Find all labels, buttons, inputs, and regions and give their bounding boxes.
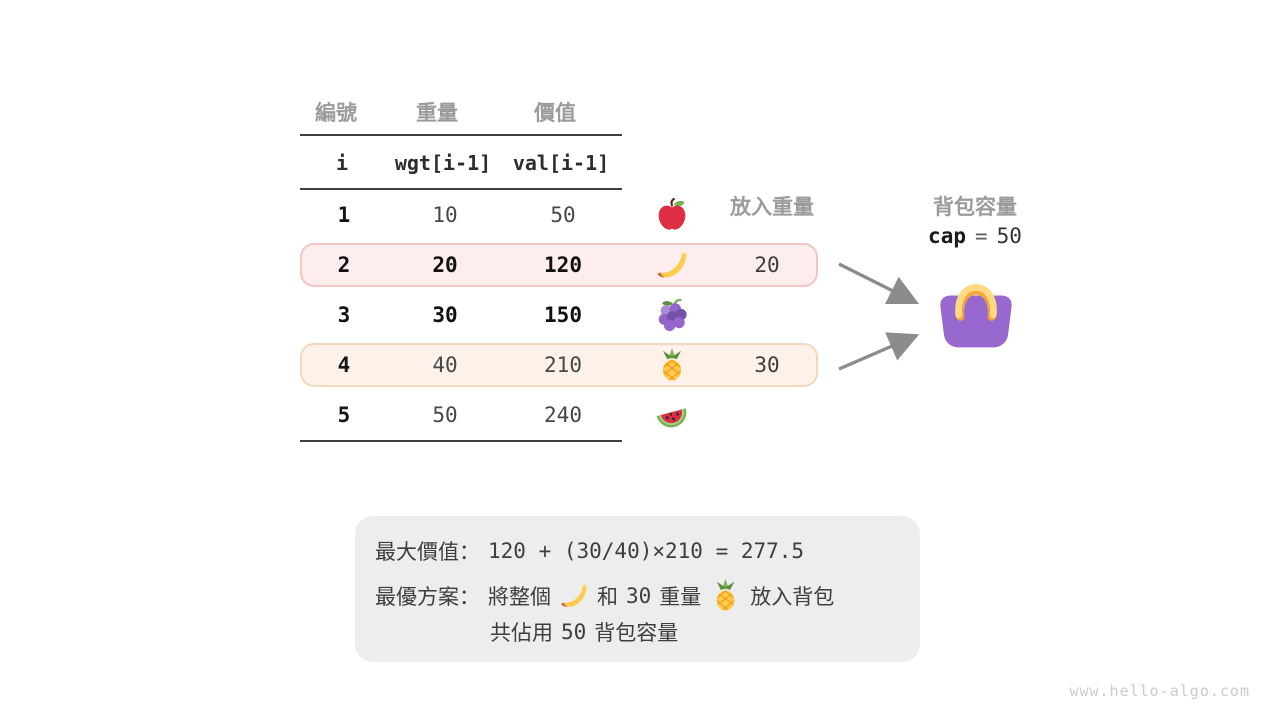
index-wgt: wgt[i-1] (394, 151, 492, 175)
banana-icon (559, 581, 589, 611)
cell-val: 50 (550, 203, 576, 227)
cell-put-weight: 20 (754, 253, 780, 277)
cell-wgt: 40 (432, 353, 458, 377)
table-row-selected-full: 2 20 120 20 (300, 243, 818, 287)
summary-line-max-value: 最大價值： 120 + (30/40)×210 = 277.5 (375, 536, 804, 566)
cell-val: 150 (544, 303, 582, 327)
summary-line-capacity-used: 共佔用 50 背包容量 (490, 617, 678, 647)
site-watermark: www.hello-algo.com (1069, 682, 1250, 700)
cap-value: 50 (996, 224, 1022, 248)
summary-line-best-plan: 最優方案： 將整個 和 30 重量 放入背包 (375, 579, 834, 612)
put-weight-header: 放入重量 (730, 196, 814, 219)
best-plan-text-4: 放入背包 (750, 585, 835, 609)
cell-wgt: 50 (432, 403, 458, 427)
cell-val: 210 (544, 353, 582, 377)
col-header-number: 編號 (315, 102, 357, 125)
pineapple-icon (709, 579, 742, 612)
watermelon-icon (655, 398, 689, 432)
table-row: 1 10 50 (300, 193, 818, 237)
capacity-used-num: 50 (561, 620, 587, 644)
cell-val: 120 (544, 253, 582, 277)
cell-val: 240 (544, 403, 582, 427)
cell-i: 1 (337, 203, 351, 227)
best-plan-label: 最優方案： (375, 585, 480, 609)
cell-wgt: 30 (432, 303, 458, 327)
capacity-used-text-2: 背包容量 (594, 622, 679, 645)
apple-icon (655, 198, 689, 232)
table-index-row: i wgt[i-1] val[i-1] (300, 140, 818, 186)
cell-i: 5 (337, 403, 351, 427)
capacity-header: 背包容量 (933, 196, 1017, 219)
cell-wgt: 20 (432, 253, 458, 277)
capacity-equation: cap = 50 (905, 224, 1045, 248)
cap-variable: cap (928, 224, 966, 248)
max-value-formula: 120 + (30/40)×210 = 277.5 (488, 539, 805, 563)
arrow-to-bag-top (838, 262, 920, 305)
table-rule-mid (300, 188, 622, 190)
table-rule-bottom (300, 440, 622, 442)
best-plan-text-1: 將整個 (488, 585, 551, 609)
index-val: val[i-1] (512, 151, 610, 175)
equals-sign: = (974, 224, 988, 248)
table-row-selected-partial: 4 40 210 30 (300, 343, 818, 387)
col-header-weight: 重量 (416, 102, 458, 125)
cell-i: 2 (337, 253, 351, 277)
banana-icon (655, 248, 689, 282)
table-header-row: 編號 重量 價值 (294, 92, 812, 132)
pineapple-icon (655, 348, 689, 382)
handbag-icon (928, 258, 1024, 360)
best-plan-text-2: 和 (597, 585, 618, 609)
arrow-to-bag-bottom (838, 332, 920, 371)
table-row: 5 50 240 (300, 393, 818, 437)
table-rule-top (300, 134, 622, 136)
capacity-used-text-1: 共佔用 (490, 622, 553, 645)
grapes-icon (655, 298, 689, 332)
cell-put-weight: 30 (754, 353, 780, 377)
cell-wgt: 10 (432, 203, 458, 227)
arrows-to-bag (838, 262, 920, 371)
max-value-label: 最大價值： (375, 541, 480, 564)
table-row: 3 30 150 (300, 293, 818, 337)
cell-i: 4 (337, 353, 351, 377)
col-header-value: 價值 (534, 102, 576, 125)
best-plan-text-3: 重量 (659, 585, 702, 609)
index-i: i (335, 151, 349, 175)
cell-i: 3 (337, 303, 351, 327)
best-plan-num: 30 (626, 583, 652, 608)
summary-box: 最大價值： 120 + (30/40)×210 = 277.5 最優方案： 將整… (355, 516, 920, 662)
